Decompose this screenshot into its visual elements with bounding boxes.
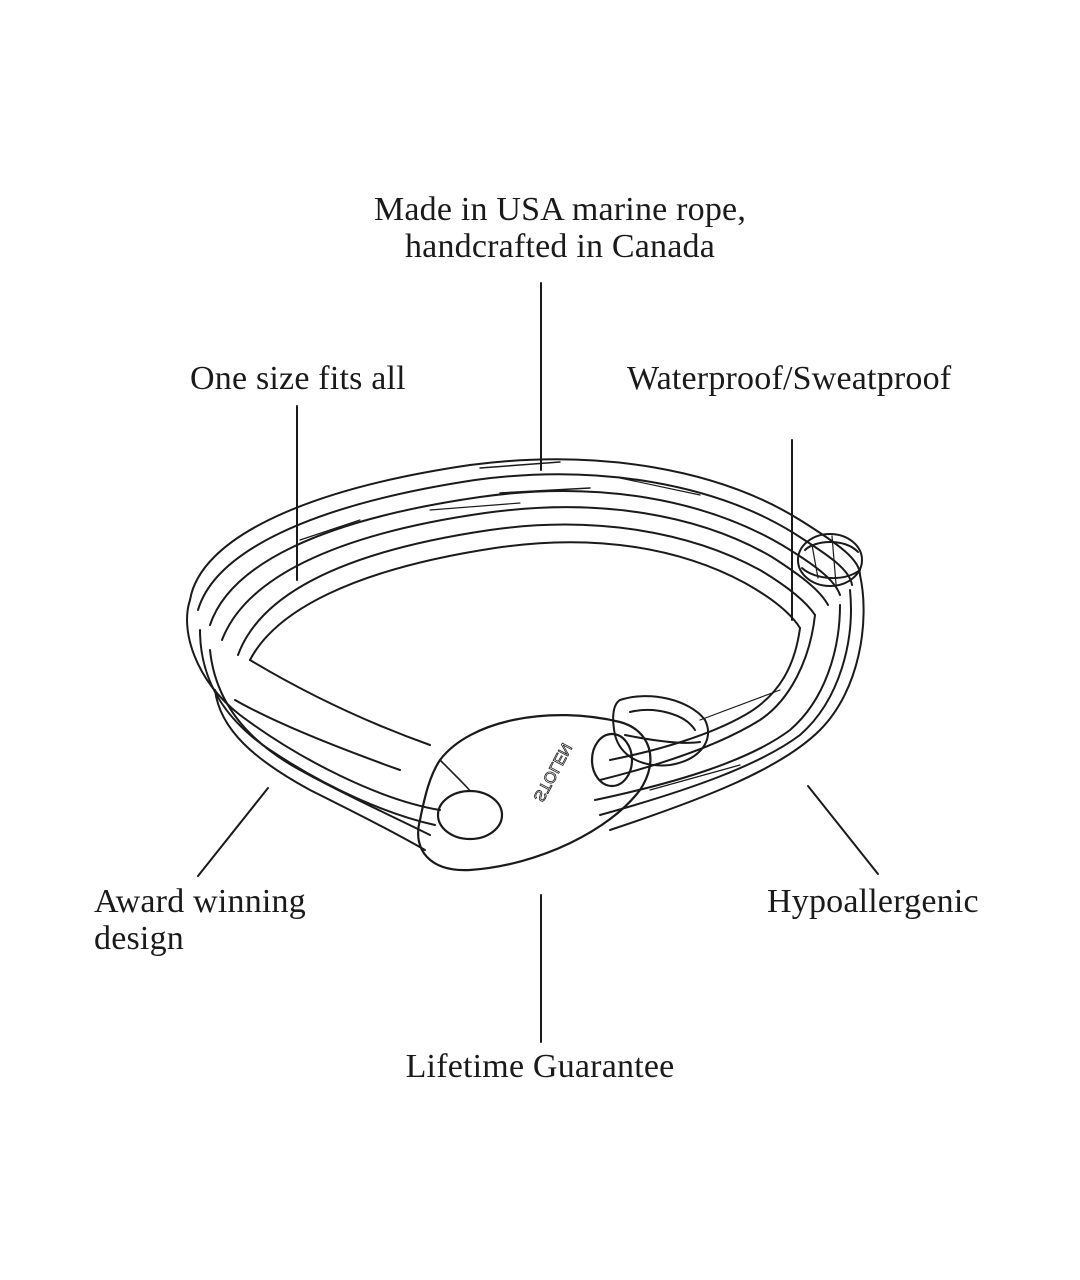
clasp-knot (612, 695, 710, 767)
callout-hypo-text: Hypoallergenic (767, 883, 979, 920)
callout-award-winning: Award winning design (94, 883, 306, 957)
callout-lifetime-text: Lifetime Guarantee (405, 1048, 675, 1085)
callout-one-size: One size fits all (190, 360, 406, 397)
leader-award (197, 787, 269, 877)
callout-award-line-2: design (94, 920, 184, 957)
callout-made-in-line-1: Made in USA marine rope, (373, 191, 747, 228)
leader-lines (197, 282, 879, 1043)
rope-lower-band (186, 574, 865, 851)
callout-one-size-text: One size fits all (190, 360, 406, 397)
clasp-engraving: STOLEN (530, 740, 575, 804)
callout-made-in-line-2: handcrafted in Canada (404, 228, 716, 265)
callout-waterproof-text: Waterproof/Sweatproof (627, 360, 952, 397)
rope-knot (797, 533, 863, 587)
callout-waterproof: Waterproof/Sweatproof (627, 360, 951, 397)
leader-hypo (807, 785, 879, 875)
callout-lifetime-guarantee: Lifetime Guarantee (340, 1048, 740, 1085)
callout-hypoallergenic: Hypoallergenic (767, 883, 979, 920)
clasp (417, 713, 652, 872)
callout-made-in-usa: Made in USA marine rope, handcrafted in … (340, 191, 780, 265)
rope-upper-band (189, 458, 861, 661)
callout-award-line-1: Award winning (94, 883, 306, 920)
